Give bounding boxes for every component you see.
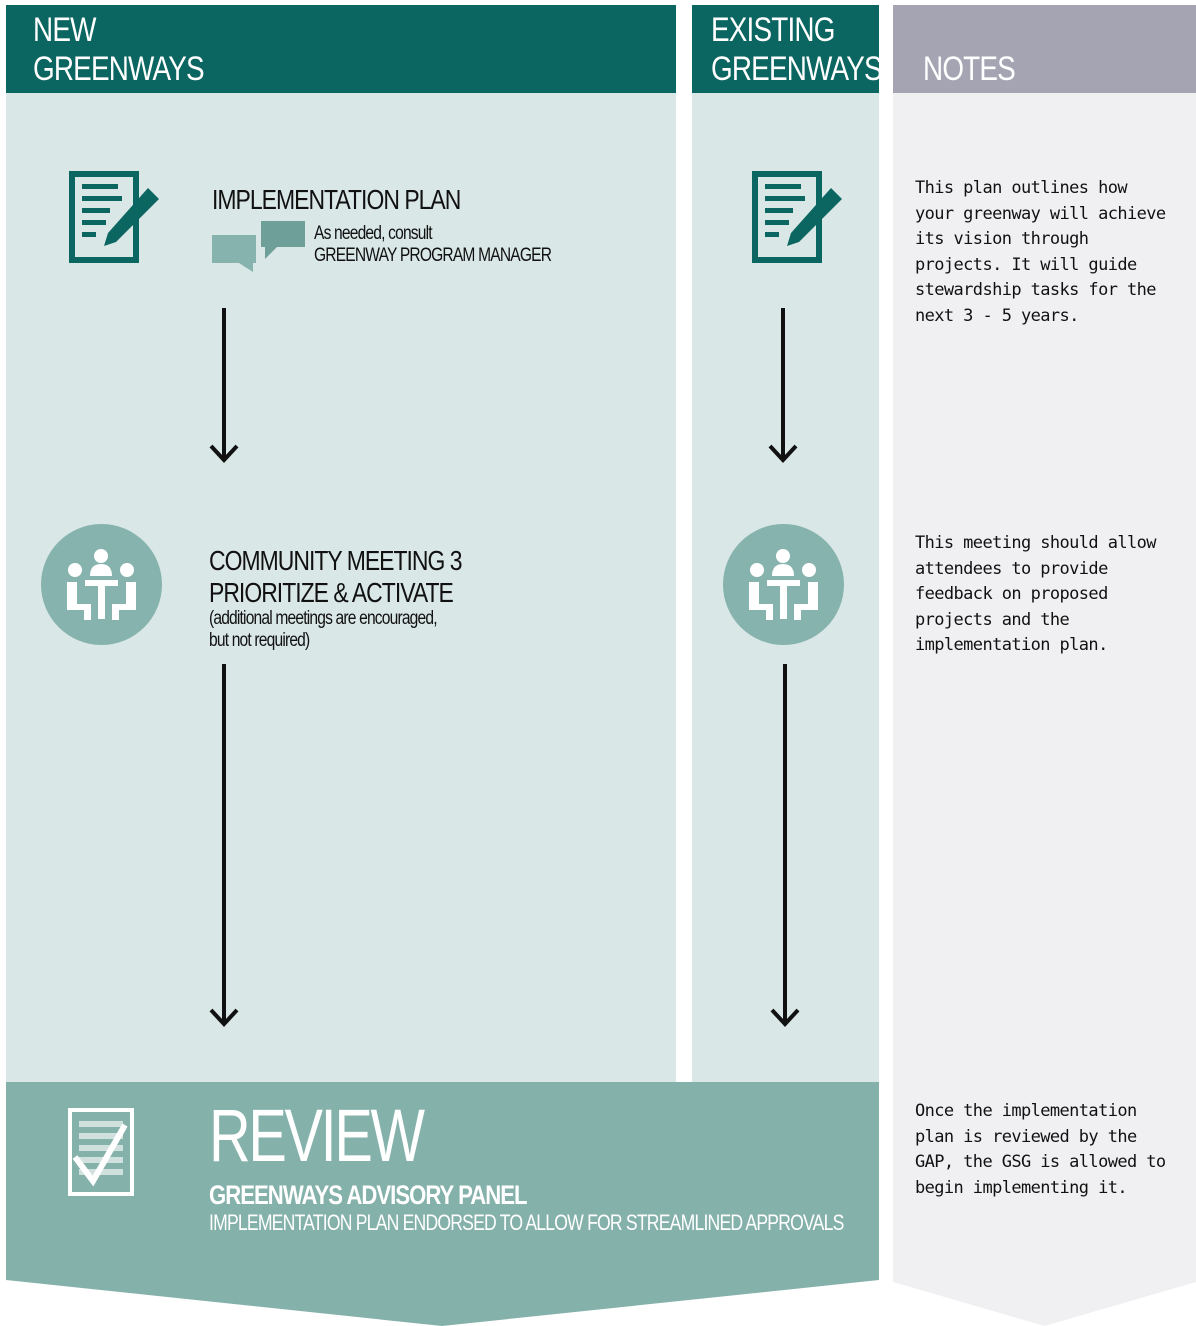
notes-header: NOTES — [893, 5, 1196, 93]
note-review: Once the implementation plan is reviewed… — [915, 1101, 1166, 1198]
existing-greenways-header: EXISTING GREENWAYS — [692, 5, 883, 93]
review-subtitle: GREENWAYS ADVISORY PANEL — [209, 1180, 528, 1210]
consult-line-2: GREENWAY PROGRAM MANAGER — [314, 245, 552, 266]
flow-arrow-icon — [768, 308, 798, 463]
speech-bubbles-icon — [212, 221, 305, 272]
community-meeting-title: COMMUNITY MEETING 3 PRIORITIZE & ACTIVAT… — [209, 545, 463, 608]
flow-arrow-icon — [209, 664, 239, 1027]
checklist-icon — [68, 1108, 134, 1196]
review-description: IMPLEMENTATION PLAN ENDORSED TO ALLOW FO… — [209, 1210, 844, 1235]
document-pencil-icon — [752, 171, 842, 263]
new-greenways-header-title: NEW GREENWAYS — [33, 11, 205, 88]
community-meeting-note: (additional meetings are encouraged, but… — [209, 608, 438, 651]
document-pencil-icon — [69, 171, 159, 263]
new-greenways-header: NEW GREENWAYS — [6, 5, 676, 93]
existing-greenways-header-title: EXISTING GREENWAYS — [711, 11, 883, 88]
review-title: REVIEW — [209, 1094, 425, 1177]
note-implementation-plan: This plan outlines how your greenway wil… — [915, 178, 1166, 326]
notes-header-title: NOTES — [923, 50, 1016, 88]
people-at-table-icon — [723, 524, 844, 645]
implementation-plan-title: IMPLEMENTATION PLAN — [212, 184, 461, 215]
consult-line-1: As needed, consult — [314, 223, 433, 244]
flow-arrow-icon — [209, 308, 239, 463]
review-band — [6, 1082, 879, 1326]
flow-arrow-icon — [770, 664, 800, 1027]
note-community-meeting: This meeting should allow attendees to p… — [915, 533, 1156, 655]
people-at-table-icon — [41, 524, 162, 645]
notes-column-shape — [893, 5, 1196, 1326]
